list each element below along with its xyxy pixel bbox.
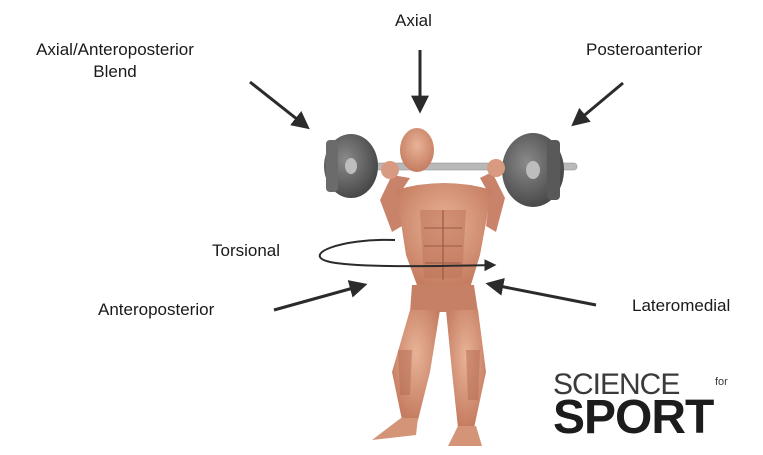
lateromedial-label: Lateromedial (632, 295, 730, 317)
science-for-sport-logo: SCIENCE for SPORT (553, 368, 743, 448)
muscle-anatomy-figure-icon (372, 128, 505, 446)
axial-anteroposterior-blend-label: Axial/Anteroposterior Blend (10, 39, 220, 83)
axial-blend-arrow (250, 82, 307, 127)
logo-for: for (715, 376, 728, 388)
torsional-label: Torsional (212, 240, 280, 262)
axial-blend-line2: Blend (10, 61, 220, 83)
anteroposterior-arrow (274, 285, 364, 310)
posteroanterior-label: Posteroanterior (586, 39, 702, 61)
logo-line2: SPORT (553, 390, 713, 445)
lateromedial-arrow (489, 284, 596, 305)
posteroanterior-arrow (574, 83, 623, 124)
axial-label: Axial (395, 10, 432, 32)
anteroposterior-label: Anteroposterior (98, 299, 214, 321)
axial-blend-line1: Axial/Anteroposterior (10, 39, 220, 61)
